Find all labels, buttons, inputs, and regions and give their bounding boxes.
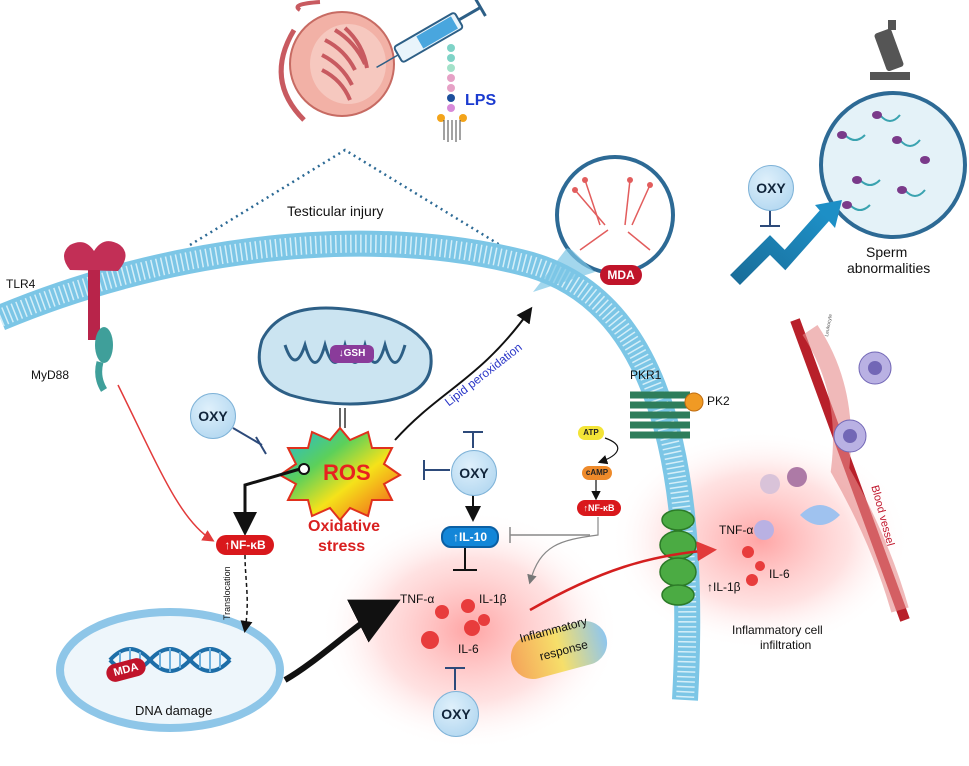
- translocation-arrow: [240, 554, 253, 633]
- oxy-badge-ros: OXY: [190, 393, 236, 439]
- tlr4-label: TLR4: [6, 277, 36, 291]
- sperm-circle: [819, 91, 967, 239]
- mda-membrane-badge: MDA: [600, 265, 642, 285]
- inhibit-oxy-cytokine: [445, 667, 465, 690]
- inhibit-nfkb-il10: [509, 527, 590, 543]
- infiltration-il1b-label: ↑IL-1β: [707, 580, 741, 594]
- infiltration-caption-line1: Inflammatory cell: [732, 623, 823, 637]
- dna-to-cytokine-arrow: [283, 599, 401, 683]
- cytokine-spheres-right: [742, 546, 765, 586]
- oxy-badge-sperm: OXY: [748, 165, 794, 211]
- oxidative-stress-line2: stress: [318, 538, 366, 555]
- blood-vessel-illustration: [754, 318, 910, 622]
- increase-arrow-head: [815, 200, 842, 228]
- pkr1-receptor: [630, 391, 690, 439]
- infiltration-tnf-label: TNF-α: [719, 523, 754, 537]
- cytokine-il1b-label: IL-1β: [479, 592, 507, 606]
- oxidative-stress-line1: Oxidative: [308, 518, 381, 535]
- ros-label: ROS: [323, 460, 371, 485]
- equilibrium-arrows: [339, 408, 346, 428]
- sperm-abnormalities-line1: Sperm: [866, 244, 908, 260]
- lps-label: LPS: [465, 92, 497, 109]
- gsh-badge: ↓GSH: [330, 345, 374, 363]
- atp-to-camp-arrow: [597, 437, 619, 465]
- inflammation-glow-right: [610, 430, 910, 650]
- inhibit-oxy-lipid: [463, 431, 483, 448]
- nfkb-right-pill: ↑NF-κB: [577, 500, 621, 516]
- cytokine-to-infiltration-arrow: [529, 541, 717, 612]
- myd88-to-nfkb-arrow: [117, 384, 215, 542]
- nfkb-left-pill: ↑NF-κB: [216, 535, 274, 555]
- cytokine-spheres-center: [421, 599, 490, 649]
- oxy-badge-center: OXY: [451, 450, 497, 496]
- il10-pill: ↑IL-10: [441, 526, 499, 548]
- increase-arrow: [730, 210, 831, 285]
- pk2-ligand: [684, 392, 704, 412]
- infiltration-il6-label: IL-6: [769, 567, 790, 581]
- inhibit-il10-cytokine: [453, 546, 477, 571]
- lps-molecule: [437, 44, 467, 142]
- diagram-title: Testicular injury: [287, 203, 384, 219]
- cytokine-il6-label: IL-6: [458, 642, 479, 656]
- ros-to-nfkb-arrow: [233, 467, 301, 536]
- testis-illustration: [278, 0, 395, 122]
- cell-membrane-stripes: [0, 234, 697, 701]
- nfkb-to-cytokine-arrow: [527, 517, 599, 585]
- myd88-label: MyD88: [31, 368, 70, 382]
- ros-burst: [278, 426, 402, 522]
- syringe-illustration: [376, 0, 487, 69]
- ros-origin-dot: [298, 463, 310, 475]
- translocation-label: Translocation: [222, 566, 232, 620]
- infiltration-caption-line2: infiltration: [760, 638, 812, 652]
- injury-dotted-lines: [189, 148, 501, 247]
- inhibit-oxy-ros: [232, 427, 267, 455]
- pkr1-label: PKR1: [630, 368, 662, 382]
- ros-to-lipid-arrow: [394, 306, 533, 441]
- pk2-label: PK2: [707, 394, 730, 408]
- tlr4-receptor: [64, 241, 126, 392]
- camp-pill: cAMP: [582, 466, 612, 480]
- microscope-icon: [870, 20, 910, 80]
- inhibit-oxy-ros-right: [423, 460, 450, 480]
- atp-pill: ATP: [578, 426, 604, 440]
- inflammatory-response-capsule: [510, 621, 608, 679]
- cytokine-tnf-label: TNF-α: [400, 592, 435, 606]
- membrane-zoom-circle: [533, 155, 675, 292]
- oxy-badge-cytokine: OXY: [433, 691, 479, 737]
- sperm-abnormalities-line2: abnormalities: [847, 260, 931, 276]
- dna-damage-label: DNA damage: [135, 703, 213, 718]
